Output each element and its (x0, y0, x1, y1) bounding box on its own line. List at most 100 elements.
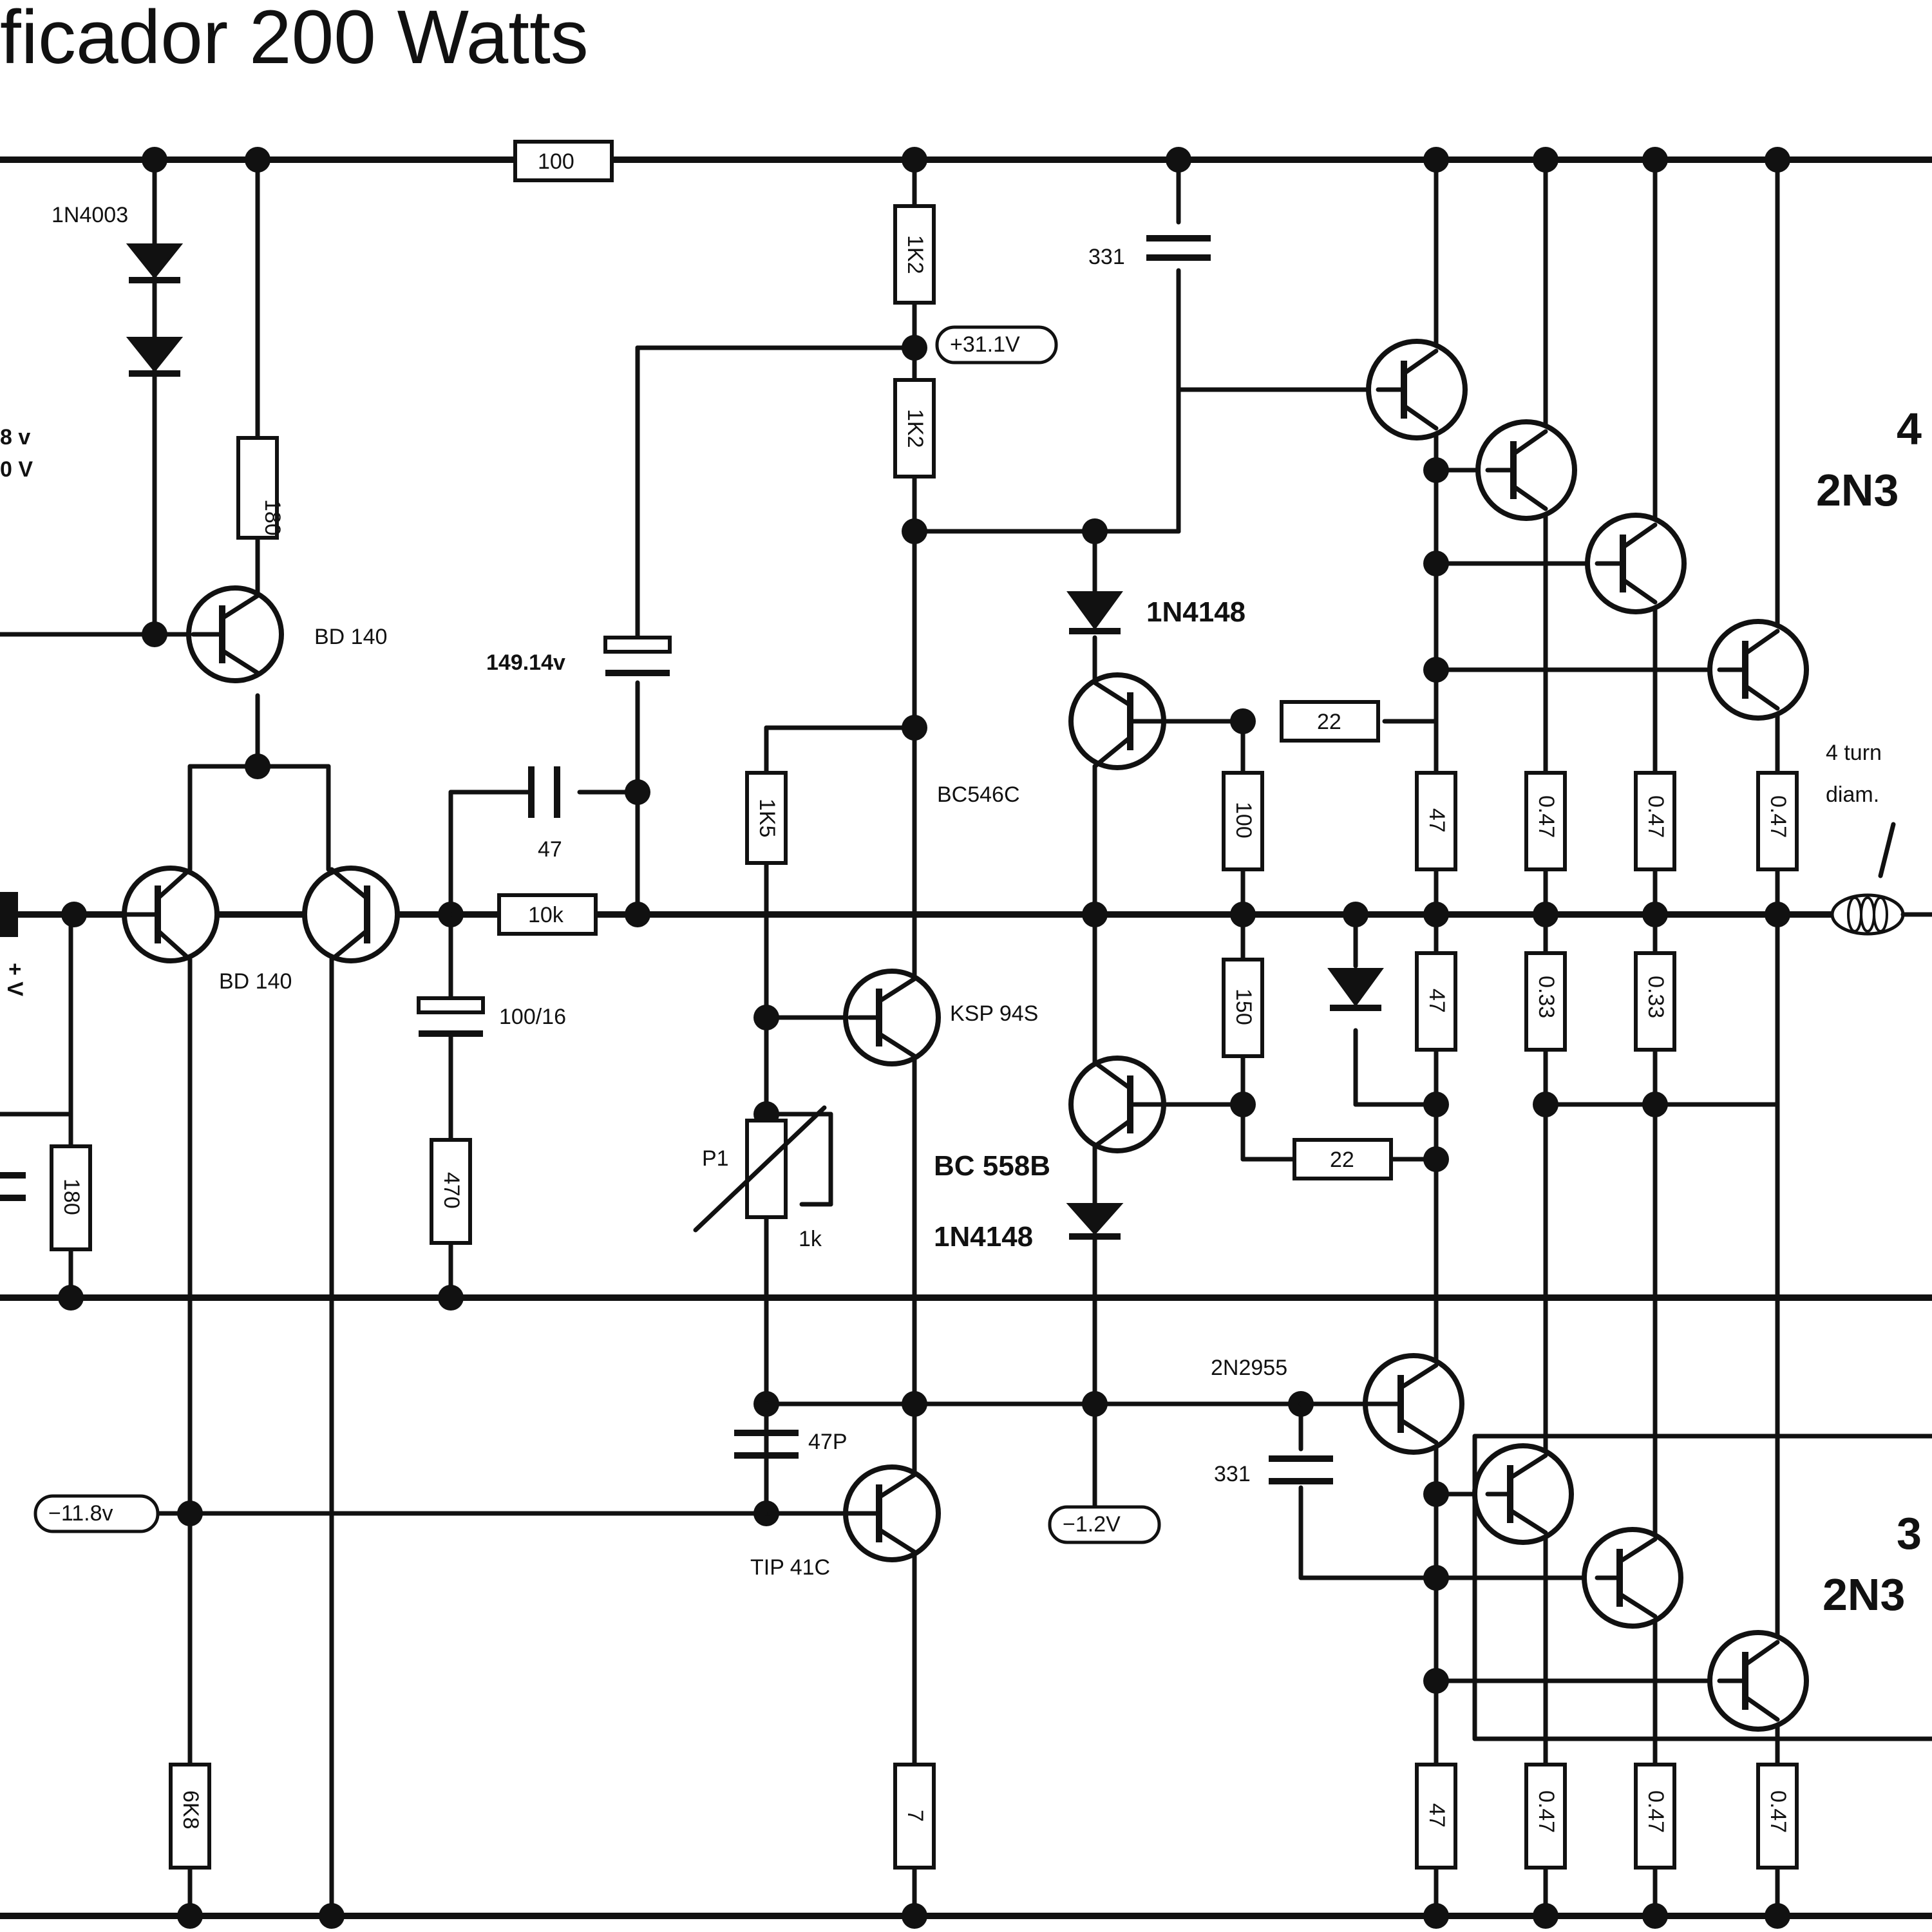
output-count-bottom: 3 (1897, 1508, 1922, 1558)
resistor-100 (513, 140, 614, 182)
side-label-2: 0 V (0, 457, 33, 482)
transistor-bd140-top (186, 585, 284, 683)
resistor-180-label: 180 (260, 499, 285, 536)
resistor-180 (236, 436, 279, 540)
coil-note-turns: 4 turn (1826, 741, 1882, 765)
coil-note-diameter: diam. (1826, 782, 1879, 807)
transistor-bd140-pair-label: BD 140 (219, 969, 292, 994)
resistors: 100 180 1K2 1K2 1K5 10k 470 180 6K8 7 22… (50, 140, 1799, 1870)
resistor-033b-label: 0.33 (1643, 976, 1668, 1018)
resistor-1k5 (745, 771, 788, 865)
junction-dots (58, 147, 1790, 1929)
resistor-047e-label: 0.47 (1643, 1790, 1668, 1833)
resistor-1k2-top (893, 204, 936, 305)
resistor-047a (1524, 771, 1567, 871)
output-type-top: 2N3 (1816, 465, 1899, 515)
voltage-tag-positive: +31.1V (950, 332, 1020, 357)
potentiometer-value-label: 1k (799, 1227, 822, 1251)
capacitor-331-bottom-label: 331 (1214, 1462, 1251, 1486)
resistor-047c-label: 0.47 (1766, 795, 1790, 838)
resistor-100b-label: 100 (1231, 802, 1256, 838)
transistor-bd140-right (302, 866, 453, 963)
side-labels: 8 v 0 V + V 4 2N3 3 2N3 (0, 404, 1922, 1620)
transistor-output-top-1 (1475, 419, 1577, 521)
resistor-047c (1756, 771, 1799, 871)
voltage-tag-negative: −1.2V (1063, 1512, 1121, 1537)
capacitor-47p-label: 47P (808, 1430, 848, 1454)
resistor-1k2-top-label: 1K2 (903, 235, 927, 274)
schematic-title: ficador 200 Watts (0, 0, 589, 80)
resistor-10k-label: 10k (528, 903, 564, 927)
resistor-47b-label: 47 (1425, 989, 1449, 1013)
diode-1n4003-label: 1N4003 (52, 203, 128, 227)
output-type-bottom: 2N3 (1823, 1569, 1905, 1620)
resistor-047d-label: 0.47 (1534, 1790, 1558, 1833)
resistor-470-label: 470 (439, 1172, 464, 1209)
transistor-bc558b-label: BC 558B (934, 1150, 1050, 1182)
resistor-047d (1524, 1763, 1567, 1870)
input-connector (0, 892, 18, 937)
transistor-ksp94s (843, 969, 941, 1066)
transistor-2n2955-label: 2N2955 (1211, 1356, 1287, 1380)
transistor-output-top-3 (1707, 619, 1809, 721)
capacitor-331-top-label: 331 (1088, 245, 1125, 269)
potentiometer-p1 (745, 1119, 788, 1219)
voltage-tag-negative-bias: −11.8v (48, 1501, 113, 1526)
resistor-047b (1634, 771, 1676, 871)
transistor-bc546c (1068, 672, 1168, 770)
resistor-47a (1415, 771, 1457, 871)
diode-1n4148-top-label: 1N4148 (1146, 596, 1245, 628)
transistor-bd140-left (120, 866, 220, 963)
output-coil: 4 turn diam. (1826, 741, 1932, 936)
side-label-3: + V (3, 963, 27, 996)
diodes: 1N4003 1N4148 1N4148 (52, 203, 1384, 1253)
voltage-tags: +31.1V −11.8v −1.2V (33, 325, 1161, 1544)
resistor-1k2-bottom (893, 378, 936, 478)
transistor-bc546c-label: BC546C (937, 782, 1020, 807)
transistor-output-top-2 (1585, 513, 1687, 614)
side-label-1: 8 v (0, 425, 30, 450)
resistor-150-label: 150 (1231, 989, 1256, 1025)
transistor-ksp94s-label: KSP 94S (950, 1001, 1038, 1026)
resistor-22-label: 22 (1317, 710, 1341, 734)
resistor-100b (1222, 771, 1264, 871)
resistor-047b-label: 0.47 (1643, 795, 1668, 838)
resistor-047f-label: 0.47 (1766, 1790, 1790, 1833)
resistor-047a-label: 0.47 (1534, 795, 1558, 838)
transistor-bd140-top-label: BD 140 (314, 625, 387, 649)
resistor-1k2-bottom-label: 1K2 (903, 409, 927, 448)
resistor-150 (1222, 958, 1264, 1058)
resistor-033a-label: 0.33 (1534, 976, 1558, 1018)
capacitor-47-label: 47 (538, 837, 562, 862)
transistor-output-bottom-3 (1707, 1630, 1809, 1732)
diode-1n4148-bottom (1066, 1203, 1124, 1236)
resistor-47b (1415, 951, 1457, 1052)
resistor-7-label: 7 (903, 1810, 927, 1822)
resistor-22b (1293, 1138, 1393, 1180)
transistor-tip41c (767, 1464, 941, 1562)
resistor-100-label: 100 (538, 149, 574, 174)
transistor-bc558b (1068, 1056, 1168, 1153)
diode-1n4148-top (1066, 591, 1123, 630)
output-count-top: 4 (1897, 404, 1922, 454)
resistor-47c-label: 47 (1425, 1803, 1449, 1828)
diode-1n4003-b (126, 337, 184, 373)
diode-1n4148-bottom-label: 1N4148 (934, 1221, 1033, 1253)
resistor-6k8-label: 6K8 (178, 1790, 203, 1830)
capacitor-100-label: 100/16 (499, 1005, 566, 1029)
resistor-180b (50, 1144, 92, 1251)
transistors: BD 140 BD 140 BC546C (120, 339, 1809, 1732)
capacitor-electrolytic-label: 149.14v (486, 650, 565, 675)
transistor-output-bottom-2 (1582, 1527, 1683, 1629)
resistor-10k (497, 893, 598, 936)
resistor-22 (1280, 700, 1380, 743)
resistor-7 (893, 1763, 936, 1870)
potentiometer-p1-label: P1 (702, 1146, 729, 1171)
transistor-output-bottom-1 (1472, 1443, 1574, 1545)
resistor-22b-label: 22 (1330, 1148, 1354, 1172)
transistor-2n2955 (1298, 1353, 1464, 1455)
resistor-470 (430, 1138, 472, 1245)
resistor-6k8 (169, 1763, 211, 1870)
diode-mid (1327, 968, 1384, 1007)
